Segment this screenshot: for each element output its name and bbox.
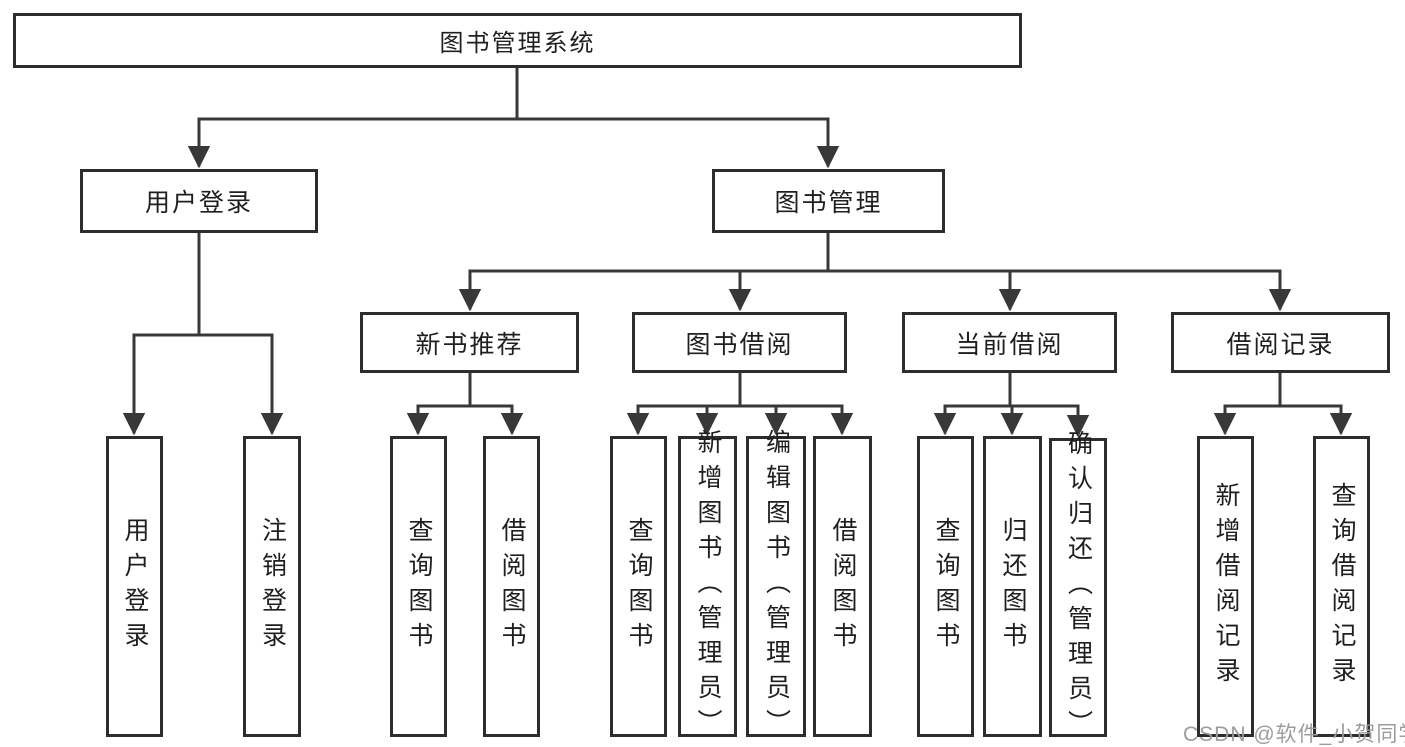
leaf-user-login: 用户登录 bbox=[106, 436, 163, 737]
leaf-label: 归还图书 bbox=[999, 516, 1027, 657]
leaf-label: 确认归还（管理员） bbox=[1064, 430, 1093, 745]
leaf-query-books-borrowing: 查询图书 bbox=[610, 436, 667, 737]
leaf-confirm-return-admin: 确认归还（管理员） bbox=[1049, 430, 1107, 745]
leaf-label: 新增借阅记录 bbox=[1212, 481, 1240, 692]
node-label: 图书管理系统 bbox=[439, 30, 596, 57]
leaf-label: 借阅图书 bbox=[829, 516, 857, 657]
leaf-query-books-current: 查询图书 bbox=[917, 436, 974, 737]
leaf-edit-books-admin: 编辑图书（管理员） bbox=[746, 429, 806, 744]
node-label: 新书推荐 bbox=[415, 330, 524, 359]
leaf-label: 查询图书 bbox=[625, 516, 653, 657]
leaf-add-books-admin: 新增图书（管理员） bbox=[678, 429, 737, 744]
node-library-management-system: 图书管理系统 bbox=[13, 13, 1022, 68]
connector-segments bbox=[122, 66, 1353, 438]
csdn-watermark: CSDN @软件_小贺同学 bbox=[1183, 723, 1405, 746]
leaf-label: 用户登录 bbox=[121, 516, 149, 657]
leaf-borrow-books-recommendation: 借阅图书 bbox=[483, 436, 540, 737]
node-label: 图书借阅 bbox=[685, 330, 794, 359]
node-book-management: 图书管理 bbox=[712, 169, 945, 233]
leaf-add-borrow-record: 新增借阅记录 bbox=[1197, 436, 1254, 737]
leaf-label: 借阅图书 bbox=[498, 516, 526, 657]
leaf-label: 查询借阅记录 bbox=[1328, 481, 1356, 692]
leaf-query-borrow-record: 查询借阅记录 bbox=[1313, 436, 1370, 737]
node-label: 图书管理 bbox=[774, 189, 883, 217]
leaf-label: 新增图书（管理员） bbox=[694, 429, 722, 744]
leaf-borrow-books: 借阅图书 bbox=[813, 436, 872, 737]
node-user-login: 用户登录 bbox=[80, 169, 318, 233]
leaf-label: 编辑图书（管理员） bbox=[762, 429, 791, 744]
leaf-label: 查询图书 bbox=[405, 516, 433, 657]
node-label: 借阅记录 bbox=[1226, 330, 1335, 359]
node-book-borrowing: 图书借阅 bbox=[632, 312, 847, 373]
leaf-return-books: 归还图书 bbox=[983, 436, 1042, 737]
node-label: 当前借阅 bbox=[955, 330, 1064, 359]
node-new-book-recommendation: 新书推荐 bbox=[360, 312, 579, 373]
leaf-query-books-recommendation: 查询图书 bbox=[390, 436, 447, 737]
node-label: 用户登录 bbox=[144, 189, 253, 217]
node-borrowing-records: 借阅记录 bbox=[1171, 312, 1390, 373]
leaf-logout: 注销登录 bbox=[243, 436, 301, 737]
node-current-borrowing: 当前借阅 bbox=[902, 312, 1117, 373]
leaf-label: 注销登录 bbox=[258, 516, 287, 657]
leaf-label: 查询图书 bbox=[932, 516, 960, 657]
